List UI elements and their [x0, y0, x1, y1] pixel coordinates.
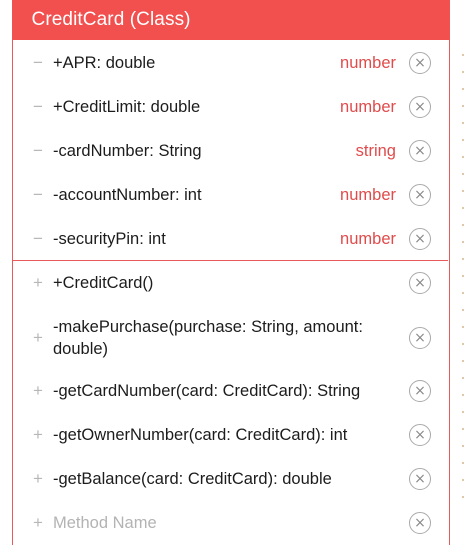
class-title: CreditCard (Class): [31, 9, 191, 30]
method-row[interactable]: + -getOwnerNumber(card: CreditCard): int…: [13, 424, 448, 446]
method-name[interactable]: -getCardNumber(card: CreditCard): String: [53, 382, 361, 400]
attribute-name[interactable]: +CreditLimit: double: [53, 98, 201, 116]
method-name[interactable]: +CreditCard(): [53, 274, 154, 292]
selection-edge-dots: [462, 0, 466, 545]
method-name[interactable]: -getOwnerNumber(card: CreditCard): int: [53, 426, 348, 444]
section-divider: [13, 260, 448, 261]
attribute-row[interactable]: − -securityPin: int number ×: [13, 228, 448, 250]
method-name[interactable]: -getBalance(card: CreditCard): double: [53, 470, 332, 488]
expand-icon[interactable]: +: [33, 381, 43, 400]
remove-attribute-icon[interactable]: ×: [409, 140, 431, 162]
attribute-type[interactable]: number: [340, 185, 396, 204]
expand-icon[interactable]: +: [33, 273, 43, 292]
expand-icon[interactable]: +: [33, 328, 43, 347]
method-name[interactable]: -makePurchase(purchase: String, amount: …: [53, 316, 363, 360]
add-icon[interactable]: +: [33, 513, 43, 532]
attribute-type[interactable]: number: [340, 229, 396, 248]
attribute-row[interactable]: − +CreditLimit: double number ×: [13, 96, 448, 118]
attribute-row[interactable]: − -cardNumber: String string ×: [13, 140, 448, 162]
attribute-name[interactable]: -accountNumber: int: [53, 186, 202, 204]
method-name-line1: -makePurchase(purchase: String, amount:: [53, 318, 363, 336]
collapse-icon[interactable]: −: [33, 229, 43, 248]
remove-method-icon[interactable]: ×: [409, 512, 431, 534]
method-row[interactable]: + +CreditCard() ×: [13, 272, 448, 294]
remove-method-icon[interactable]: ×: [409, 424, 431, 446]
attribute-type[interactable]: number: [340, 97, 396, 116]
collapse-icon[interactable]: −: [33, 141, 43, 160]
collapse-icon[interactable]: −: [33, 97, 43, 116]
expand-icon[interactable]: +: [33, 425, 43, 444]
remove-method-icon[interactable]: ×: [409, 272, 431, 294]
remove-method-icon[interactable]: ×: [409, 327, 431, 349]
attribute-type[interactable]: string: [355, 141, 396, 160]
collapse-icon[interactable]: −: [33, 53, 43, 72]
attribute-name[interactable]: -cardNumber: String: [53, 142, 202, 160]
method-row[interactable]: + -getBalance(card: CreditCard): double …: [13, 468, 448, 490]
attribute-row[interactable]: − +APR: double number ×: [13, 52, 448, 74]
method-name-line2: double): [53, 340, 109, 358]
method-name-placeholder[interactable]: Method Name: [53, 514, 157, 532]
remove-method-icon[interactable]: ×: [409, 380, 431, 402]
attribute-type[interactable]: number: [340, 53, 396, 72]
method-row[interactable]: + -makePurchase(purchase: String, amount…: [13, 316, 448, 360]
remove-attribute-icon[interactable]: ×: [409, 228, 431, 250]
class-box: CreditCard (Class) − +APR: double number…: [11, 0, 450, 545]
collapse-icon[interactable]: −: [33, 185, 43, 204]
class-header[interactable]: CreditCard (Class): [11, 0, 450, 40]
attribute-row[interactable]: − -accountNumber: int number ×: [13, 184, 448, 206]
attribute-name[interactable]: -securityPin: int: [53, 230, 166, 248]
attribute-name[interactable]: +APR: double: [53, 54, 156, 72]
new-method-row[interactable]: + Method Name ×: [13, 512, 448, 534]
remove-method-icon[interactable]: ×: [409, 468, 431, 490]
method-row[interactable]: + -getCardNumber(card: CreditCard): Stri…: [13, 380, 448, 402]
remove-attribute-icon[interactable]: ×: [409, 184, 431, 206]
remove-attribute-icon[interactable]: ×: [409, 52, 431, 74]
remove-attribute-icon[interactable]: ×: [409, 96, 431, 118]
expand-icon[interactable]: +: [33, 469, 43, 488]
